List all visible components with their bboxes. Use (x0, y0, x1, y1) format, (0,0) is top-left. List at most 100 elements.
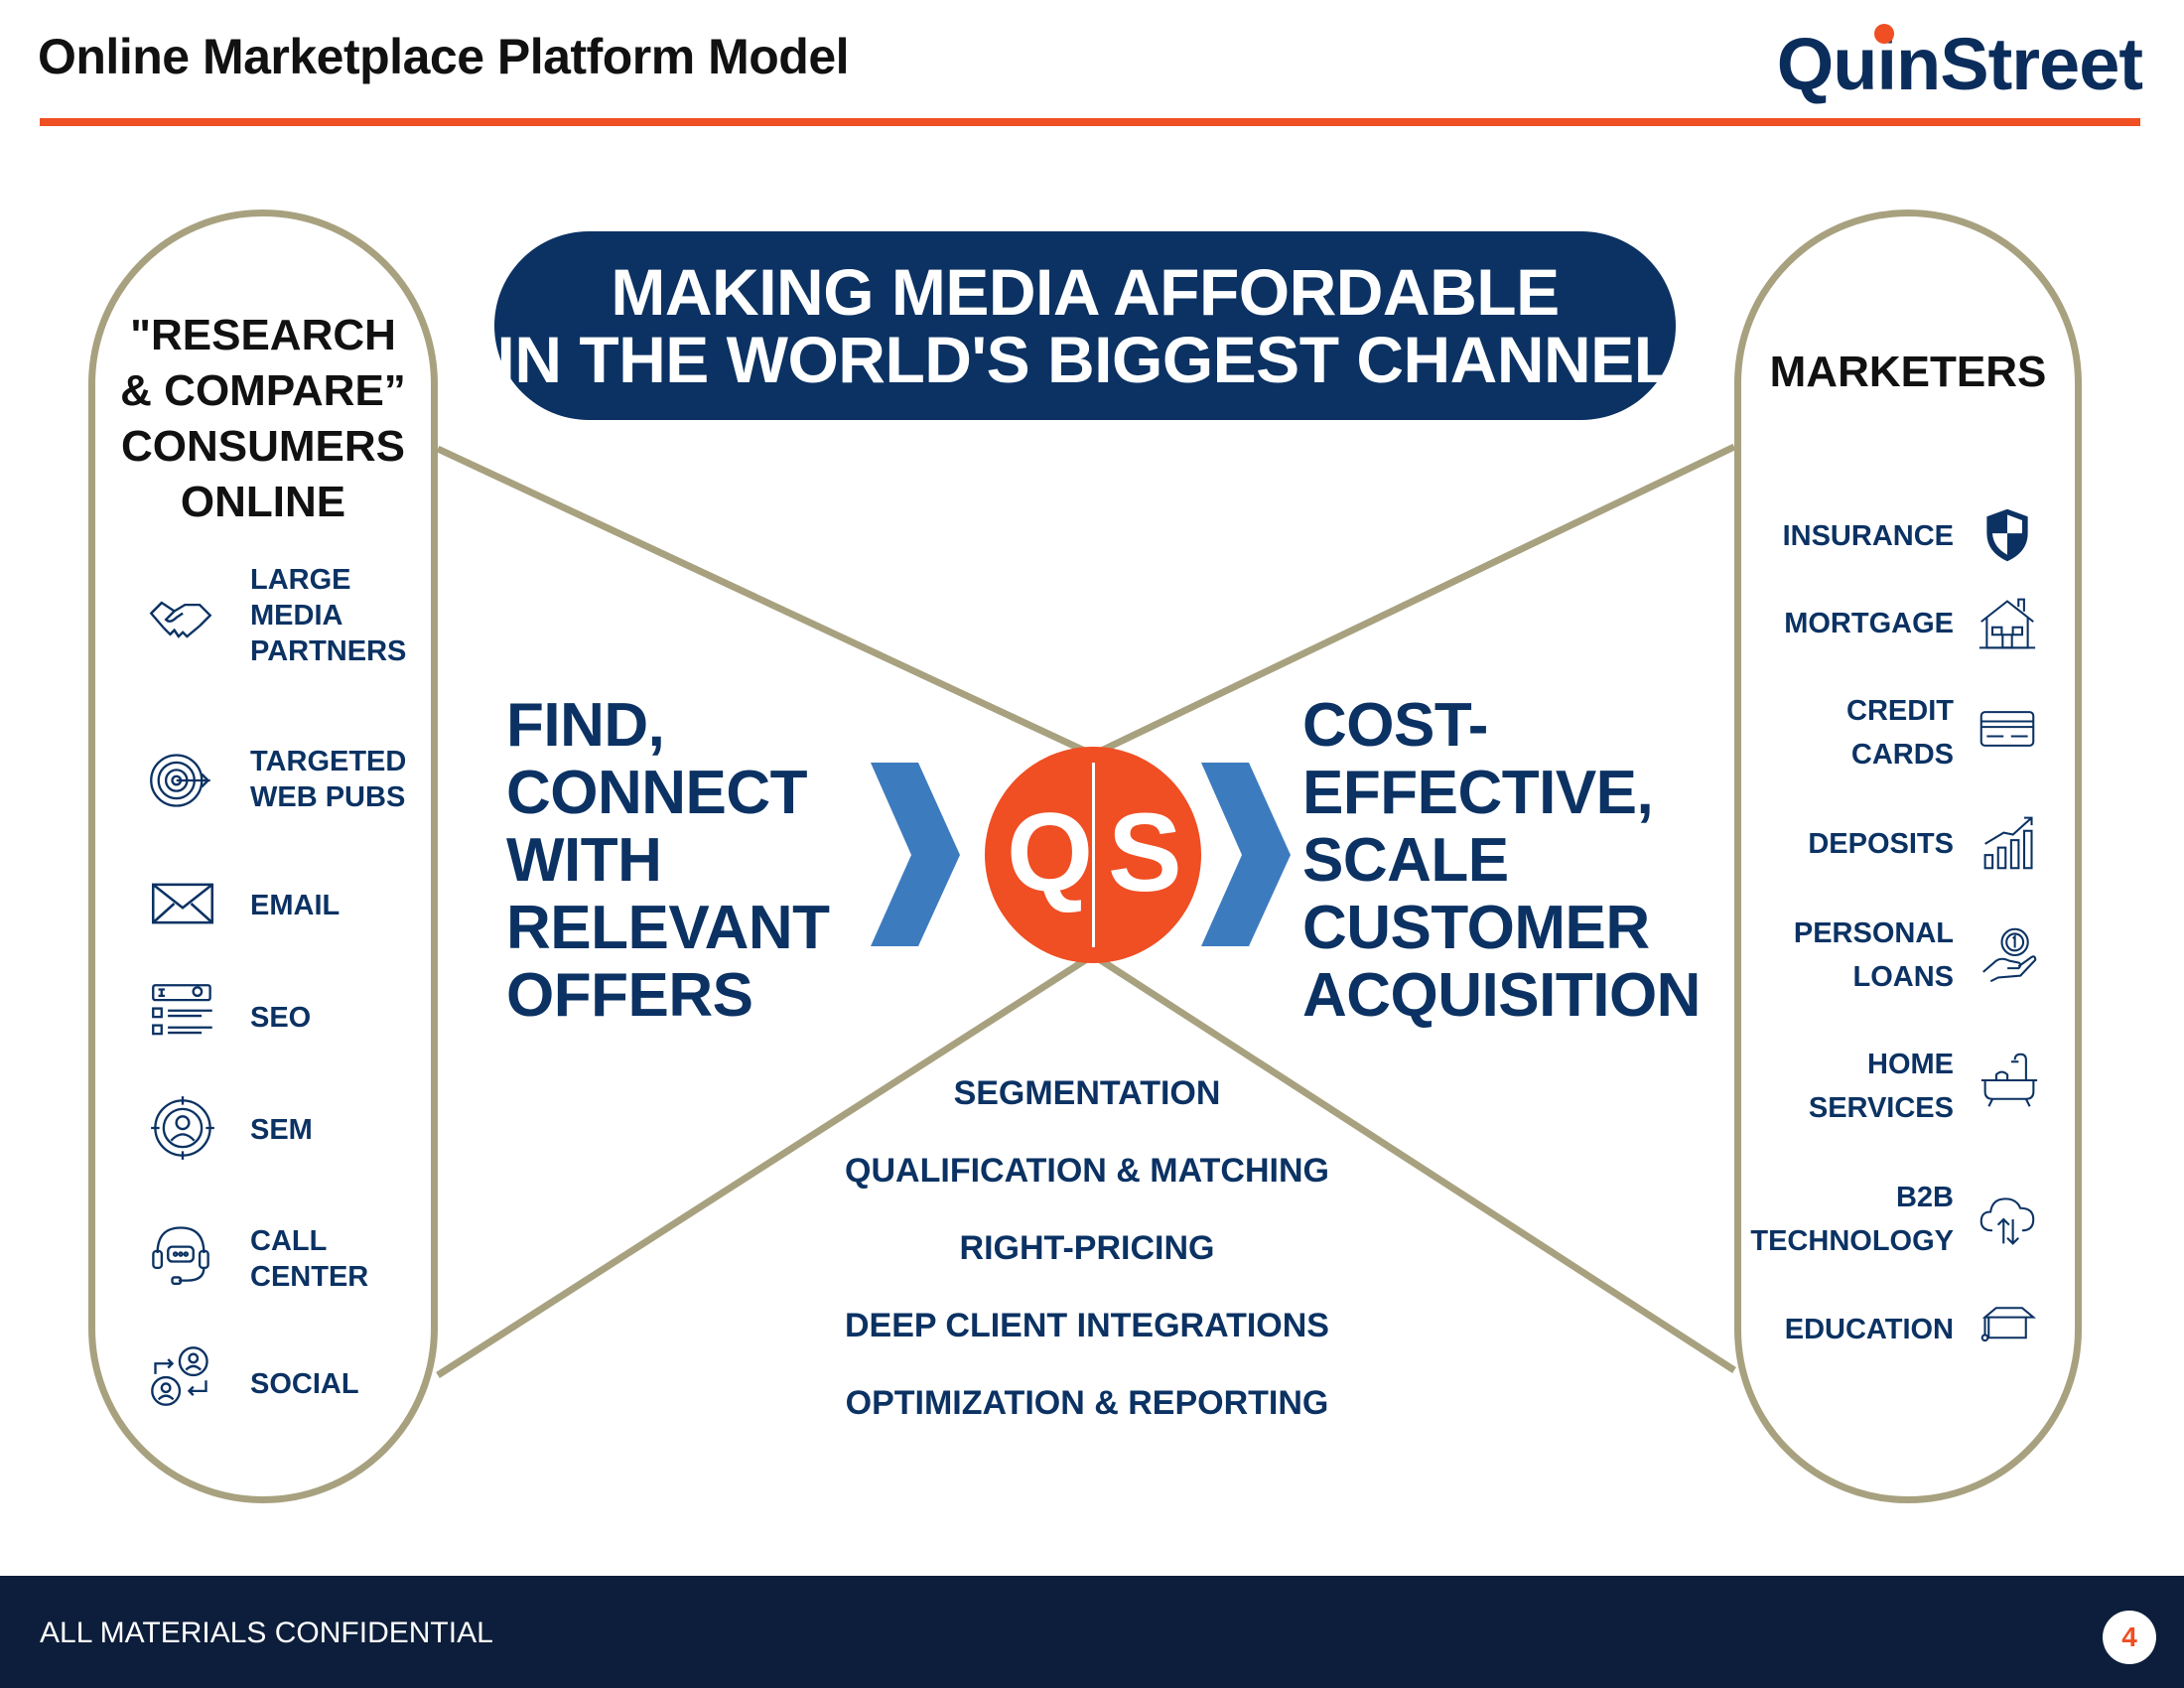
cost-text-line: SCALE (1302, 826, 1509, 895)
headline-banner: MAKING MEDIA AFFORDABLE IN THE WORLD'S B… (494, 231, 1676, 420)
footer-bar (0, 1576, 2184, 1688)
cost-text-line: EFFECTIVE, (1302, 759, 1654, 827)
find-text-line: OFFERS (506, 961, 753, 1030)
qs-separator (1092, 763, 1095, 947)
channel-sem: SEM (250, 1112, 313, 1148)
vertical-personal-loans: PERSONAL LOANS (1794, 912, 1954, 999)
banner-line-1: MAKING MEDIA AFFORDABLE (611, 255, 1560, 329)
channel-label-line: CENTER (250, 1261, 369, 1293)
people-exchange-icon (147, 1342, 214, 1415)
credit-card-icon (1978, 699, 2037, 764)
channel-label-line: PARTNERS (250, 635, 407, 667)
channel-label-line: LARGE (250, 564, 351, 596)
vertical-label-line: CREDIT (1846, 695, 1954, 727)
bathtub-icon (1979, 1051, 2039, 1115)
consumers-heading-line: ONLINE (180, 478, 346, 526)
cost-text-line: ACQUISITION (1302, 961, 1701, 1030)
channel-label-line: SEO (250, 1002, 312, 1034)
find-text-line: CONNECT (506, 759, 808, 827)
cloud-transfer-icon (1978, 1190, 2037, 1254)
find-connect-text: FIND, CONNECT WITH RELEVANT OFFERS (506, 692, 830, 1030)
logo-text: QuinStreet (1776, 23, 2143, 105)
channel-seo: SEO (250, 1000, 311, 1036)
consumers-heading-line: & COMPARE” (120, 366, 406, 415)
vertical-credit-cards: CREDIT CARDS (1846, 689, 1954, 776)
vertical-label-line: PERSONAL (1793, 917, 1954, 949)
page-number: 4 (2103, 1611, 2156, 1664)
find-text-line: FIND, (506, 691, 665, 760)
vertical-label-line: TECHNOLOGY (1750, 1225, 1954, 1257)
vertical-label-line: EDUCATION (1784, 1314, 1954, 1345)
marketers-heading: MARKETERS (1769, 348, 2047, 396)
banner-line-2: IN THE WORLD'S BIGGEST CHANNEL (496, 323, 1674, 396)
target-icon (147, 747, 214, 819)
slide-title: Online Marketplace Platform Model (38, 29, 850, 84)
consumers-heading: "RESEARCH & COMPARE” CONSUMERS ONLINE (94, 308, 432, 530)
services-list: SEGMENTATION QUALIFICATION & MATCHING RI… (774, 1060, 1400, 1448)
service-item: RIGHT-PRICING (959, 1229, 1215, 1267)
line-lower-left (436, 952, 1095, 1378)
confidential-notice: ALL MATERIALS CONFIDENTIAL (40, 1617, 493, 1649)
search-listing-icon (149, 981, 216, 1054)
envelope-icon (149, 870, 216, 942)
qs-logo-circle: Q S (985, 747, 1201, 963)
vertical-insurance: INSURANCE (1783, 514, 1954, 558)
cost-text-line: CUSTOMER (1302, 894, 1650, 962)
channel-label-line: SOCIAL (250, 1368, 359, 1400)
chevron-right (1201, 763, 1291, 946)
cost-effective-text: COST- EFFECTIVE, SCALE CUSTOMER ACQUISIT… (1302, 692, 1701, 1030)
shield-icon (1978, 505, 2037, 570)
targeted-user-icon (149, 1094, 216, 1167)
vertical-education: EDUCATION (1785, 1308, 1954, 1351)
channel-label-line: EMAIL (250, 890, 341, 921)
qs-letter-s: S (1108, 790, 1182, 914)
channel-label-line: TARGETED (250, 746, 407, 777)
qs-letter-q: Q (1007, 790, 1094, 914)
channel-label-line: MEDIA (250, 600, 343, 632)
graduation-cap-icon (1978, 1297, 2037, 1361)
chevron-left (871, 763, 960, 946)
channel-label-line: CALL (250, 1225, 328, 1257)
channel-targeted-web-pubs: TARGETED WEB PUBS (250, 744, 406, 815)
vertical-label-line: INSURANCE (1782, 520, 1954, 552)
channel-large-media-partners: LARGE MEDIA PARTNERS (250, 562, 406, 669)
service-item: SEGMENTATION (953, 1074, 1221, 1112)
vertical-label-line: CARDS (1850, 739, 1954, 771)
service-item: QUALIFICATION & MATCHING (845, 1152, 1329, 1190)
find-text-line: RELEVANT (506, 894, 830, 962)
channel-social: SOCIAL (250, 1366, 359, 1402)
channel-email: EMAIL (250, 888, 340, 923)
cost-text-line: COST- (1302, 691, 1488, 760)
vertical-mortgage: MORTGAGE (1784, 602, 1954, 645)
quinstreet-logo: QuinStreet (1776, 22, 2143, 106)
marketers-pill (1734, 210, 2082, 1503)
house-icon (1978, 594, 2037, 658)
line-upper-right (1091, 443, 1736, 759)
coin-hand-icon (1979, 925, 2039, 990)
service-item: DEEP CLIENT INTEGRATIONS (844, 1307, 1329, 1344)
vertical-home-services: HOME SERVICES (1809, 1043, 1954, 1130)
channel-call-center: CALL CENTER (250, 1223, 368, 1295)
consumers-heading-line: CONSUMERS (120, 422, 406, 471)
vertical-label-line: DEPOSITS (1808, 828, 1954, 860)
channel-label-line: SEM (250, 1114, 313, 1146)
channel-label-line: WEB PUBS (250, 781, 406, 813)
line-upper-left (436, 445, 1095, 759)
header-rule (40, 118, 2140, 126)
headset-icon (147, 1219, 214, 1292)
growth-chart-icon (1979, 812, 2039, 877)
vertical-deposits: DEPOSITS (1808, 822, 1954, 866)
vertical-label-line: B2B (1895, 1182, 1954, 1213)
consumers-pill (88, 210, 438, 1503)
vertical-label-line: HOME (1867, 1049, 1954, 1080)
vertical-label-line: MORTGAGE (1784, 608, 1954, 639)
vertical-label-line: LOANS (1852, 961, 1955, 993)
consumers-heading-line: "RESEARCH (130, 311, 396, 359)
vertical-b2b-technology: B2B TECHNOLOGY (1750, 1176, 1954, 1263)
find-text-line: WITH (506, 826, 662, 895)
service-item: OPTIMIZATION & REPORTING (845, 1384, 1329, 1422)
line-lower-right (1091, 952, 1736, 1373)
logo-dot (1873, 24, 1894, 44)
handshake-icon (147, 586, 214, 658)
